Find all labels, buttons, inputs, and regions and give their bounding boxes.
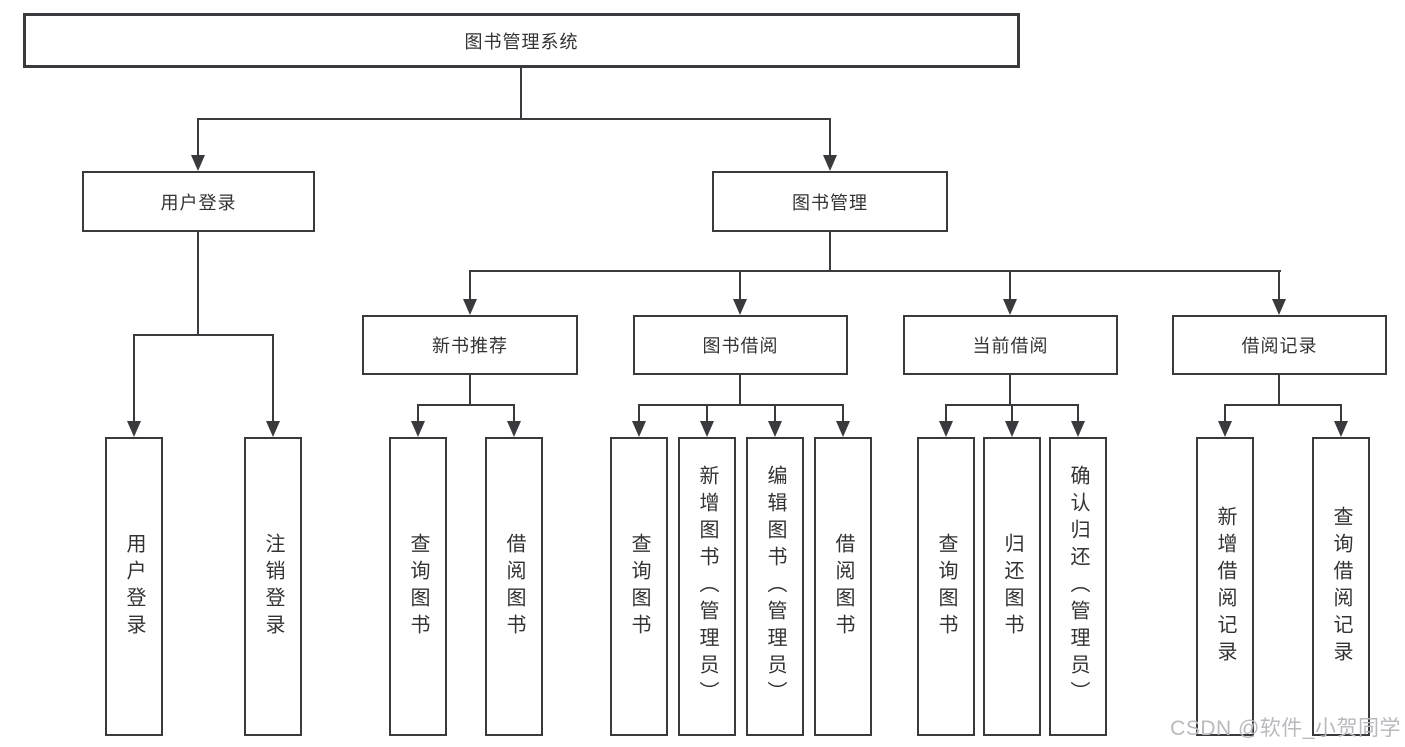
- arrow-down-icon: [700, 421, 714, 437]
- node-book-borrowing: 图书借阅: [633, 315, 848, 375]
- leaf-bb-borrow-books-label: 借阅图书: [832, 532, 854, 641]
- leaf-bb-add-books-admin: 新增图书（管理员）: [678, 437, 736, 736]
- arrow-down-icon: [836, 421, 850, 437]
- leaf-br-query-record-label: 查询借阅记录: [1330, 505, 1352, 668]
- arrow-down-icon: [1334, 421, 1348, 437]
- arrow-down-icon: [266, 421, 280, 437]
- node-library-system: 图书管理系统: [23, 13, 1020, 68]
- leaf-nbr-query-books-label: 查询图书: [407, 532, 429, 641]
- connector-vline: [739, 270, 741, 301]
- connector-vline: [774, 404, 776, 423]
- connector-hline: [638, 404, 844, 406]
- node-new-book-recommend-label: 新书推荐: [432, 336, 508, 356]
- arrow-down-icon: [1005, 421, 1019, 437]
- arrow-down-icon: [127, 421, 141, 437]
- connector-hline: [1224, 404, 1342, 406]
- connector-vline: [417, 404, 419, 423]
- leaf-user-login: 用户登录: [105, 437, 163, 736]
- connector-vline: [1224, 404, 1226, 423]
- arrow-down-icon: [191, 155, 205, 171]
- arrow-down-icon: [939, 421, 953, 437]
- arrow-down-icon: [632, 421, 646, 437]
- connector-vline: [469, 375, 471, 406]
- node-book-borrowing-label: 图书借阅: [702, 336, 779, 356]
- connector-vline: [1278, 270, 1280, 301]
- node-book-management-label: 图书管理: [792, 192, 868, 213]
- connector-hline: [469, 270, 1281, 272]
- connector-vline: [197, 232, 199, 336]
- leaf-br-query-record: 查询借阅记录: [1312, 437, 1370, 736]
- arrow-down-icon: [768, 421, 782, 437]
- leaf-cb-query-books-label: 查询图书: [935, 532, 957, 641]
- node-book-management: 图书管理: [712, 171, 948, 232]
- leaf-br-add-record-label: 新增借阅记录: [1214, 505, 1236, 668]
- connector-vline: [1009, 270, 1011, 301]
- connector-vline: [1077, 404, 1079, 423]
- leaf-bb-borrow-books: 借阅图书: [814, 437, 872, 736]
- leaf-bb-edit-books-admin-label: 编辑图书（管理员）: [764, 465, 786, 708]
- node-borrowing-records: 借阅记录: [1172, 315, 1387, 375]
- leaf-cb-query-books: 查询图书: [917, 437, 975, 736]
- leaf-cb-return-books: 归还图书: [983, 437, 1041, 736]
- connector-vline: [638, 404, 640, 423]
- csdn-watermark: CSDN @软件_小贺同学: [1170, 717, 1401, 740]
- connector-vline: [197, 118, 199, 156]
- leaf-nbr-query-books: 查询图书: [389, 437, 447, 736]
- connector-vline: [739, 375, 741, 406]
- leaf-bb-add-books-admin-label: 新增图书（管理员）: [696, 465, 718, 708]
- connector-vline: [520, 68, 522, 120]
- node-library-system-label: 图书管理系统: [464, 31, 579, 52]
- leaf-bb-edit-books-admin: 编辑图书（管理员）: [746, 437, 804, 736]
- leaf-nbr-borrow-books-label: 借阅图书: [503, 532, 525, 641]
- connector-vline: [272, 334, 274, 422]
- connector-vline: [1340, 404, 1342, 423]
- node-borrowing-records-label: 借阅记录: [1241, 336, 1318, 356]
- arrow-down-icon: [823, 155, 837, 171]
- leaf-br-add-record: 新增借阅记录: [1196, 437, 1254, 736]
- leaf-bb-query-books: 查询图书: [610, 437, 668, 736]
- node-current-borrowing-label: 当前借阅: [972, 336, 1049, 356]
- leaf-cb-confirm-return-admin: 确认归还（管理员）: [1049, 437, 1107, 736]
- connector-vline: [829, 232, 831, 272]
- node-user-login: 用户登录: [82, 171, 315, 232]
- leaf-cb-confirm-return-admin-label: 确认归还（管理员）: [1067, 465, 1089, 708]
- connector-vline: [513, 404, 515, 423]
- arrow-down-icon: [1272, 299, 1286, 315]
- connector-vline: [469, 270, 471, 301]
- connector-hline: [197, 118, 831, 120]
- leaf-logout-label: 注销登录: [262, 532, 284, 641]
- arrow-down-icon: [411, 421, 425, 437]
- leaf-bb-query-books-label: 查询图书: [628, 532, 650, 641]
- connector-hline: [133, 334, 274, 336]
- node-current-borrowing: 当前借阅: [903, 315, 1118, 375]
- connector-vline: [829, 118, 831, 156]
- arrow-down-icon: [507, 421, 521, 437]
- connector-vline: [1278, 375, 1280, 406]
- node-user-login-label: 用户登录: [160, 192, 237, 213]
- connector-vline: [133, 334, 135, 422]
- connector-vline: [945, 404, 947, 423]
- connector-vline: [706, 404, 708, 423]
- arrow-down-icon: [463, 299, 477, 315]
- leaf-cb-return-books-label: 归还图书: [1001, 532, 1023, 641]
- leaf-logout: 注销登录: [244, 437, 302, 736]
- connector-vline: [1009, 375, 1011, 406]
- arrow-down-icon: [1071, 421, 1085, 437]
- connector-vline: [842, 404, 844, 423]
- leaf-user-login-label: 用户登录: [123, 532, 145, 641]
- connector-vline: [1011, 404, 1013, 423]
- arrow-down-icon: [1218, 421, 1232, 437]
- node-new-book-recommend: 新书推荐: [362, 315, 578, 375]
- arrow-down-icon: [1003, 299, 1017, 315]
- leaf-nbr-borrow-books: 借阅图书: [485, 437, 543, 736]
- arrow-down-icon: [733, 299, 747, 315]
- connector-hline: [417, 404, 515, 406]
